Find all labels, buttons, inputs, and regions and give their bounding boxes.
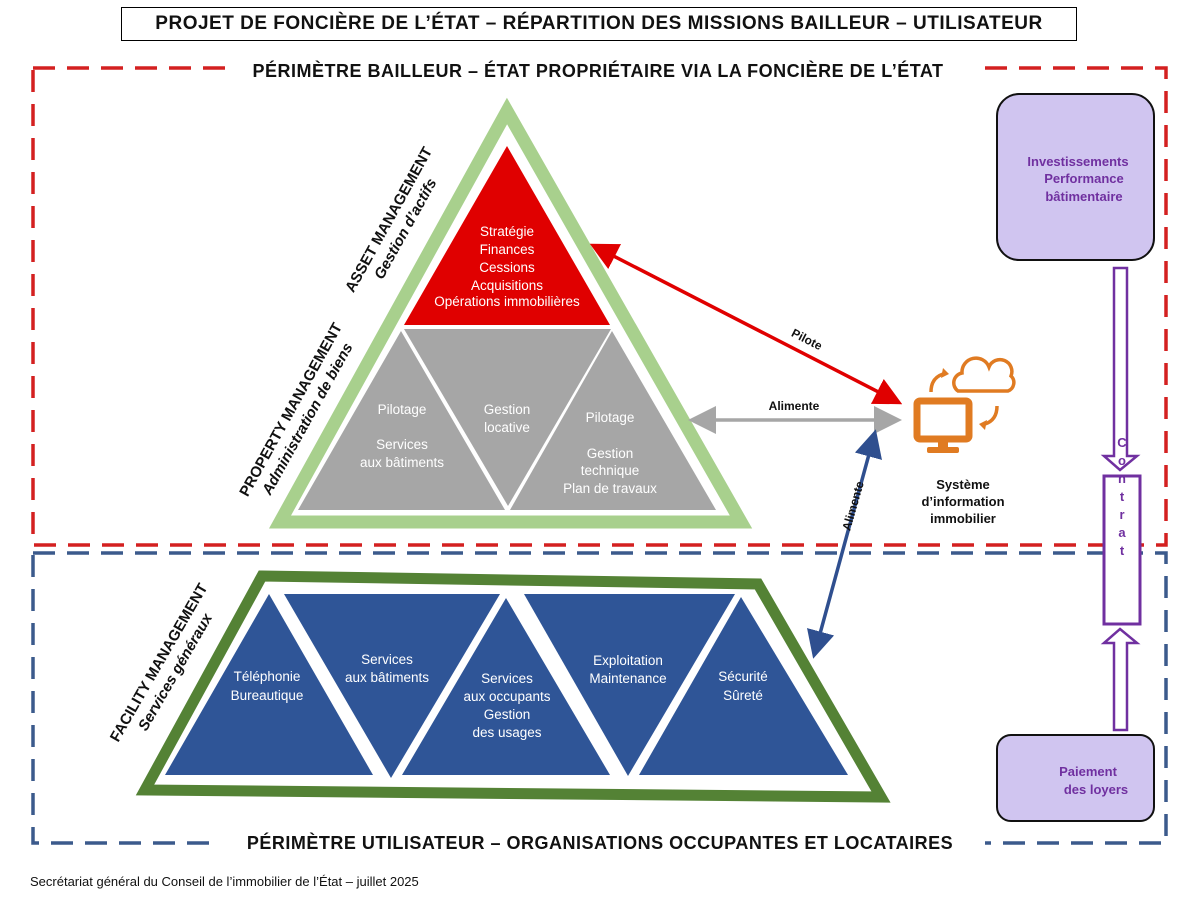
facility-2-line-2: aux bâtiments: [345, 670, 429, 685]
bailleur-perimeter-label: PÉRIMÈTRE BAILLEUR – ÉTAT PROPRIÉTAIRE V…: [252, 60, 943, 81]
si-line-1: Système: [936, 477, 989, 492]
facility-3-line-4: des usages: [472, 725, 541, 740]
facility-4-line-1: Exploitation: [593, 653, 663, 668]
alimente-label-1: Alimente: [769, 399, 820, 413]
si-line-3: immobilier: [930, 511, 996, 526]
property-left-line-4: aux bâtiments: [360, 455, 444, 470]
contrat-box: [1102, 474, 1142, 626]
pilote-arrow: [589, 243, 903, 405]
facility-5-line-2: Sûreté: [723, 688, 763, 703]
property-right-line-5: Plan de travaux: [563, 481, 657, 496]
facility-triangle-2: [284, 594, 500, 778]
down-arrow-icon: [1100, 266, 1141, 472]
facility-triangle-4: [524, 594, 735, 776]
facility-2-line-1: Services: [361, 652, 413, 667]
property-left-line-3: Services: [376, 437, 428, 452]
investissements-line-3: bâtimentaire: [1045, 189, 1122, 204]
si-line-2: d’information: [921, 494, 1004, 509]
strategy-line-5: Opérations immobilières: [434, 294, 580, 309]
alimente-label-2: Alimente: [839, 479, 867, 532]
computer-cloud-icon: [913, 356, 1016, 453]
property-center-line-2: locative: [484, 420, 530, 435]
property-right-line-1: Pilotage: [586, 410, 635, 425]
utilisateur-perimeter-label: PÉRIMÈTRE UTILISATEUR – ORGANISATIONS OC…: [247, 832, 953, 853]
footer-credit: Secrétariat général du Conseil de l’immo…: [30, 874, 419, 889]
strategy-line-4: Acquisitions: [471, 278, 543, 293]
paiement-line-2: des loyers: [1064, 782, 1128, 797]
bailleur-perimeter-frame: [31, 66, 1168, 547]
strategy-line-3: Cessions: [479, 260, 535, 275]
property-right-line-3: Gestion: [587, 446, 634, 461]
up-arrow-icon: [1100, 627, 1141, 732]
strategy-line-1: Stratégie: [480, 224, 534, 239]
paiement-line-1: Paiement: [1059, 764, 1117, 779]
facility-3-line-1: Services: [481, 671, 533, 686]
facility-3-line-2: aux occupants: [463, 689, 550, 704]
strategy-line-2: Finances: [480, 242, 535, 257]
paiement-box: [996, 734, 1155, 822]
investissements-line-1: Investissements: [1027, 154, 1128, 169]
facility-5-line-1: Sécurité: [718, 669, 768, 684]
facility-1-line-1: Téléphonie: [234, 669, 301, 684]
facility-triangle-1: [165, 594, 373, 775]
facility-triangle-3: [402, 598, 610, 775]
page-title: PROJET DE FONCIÈRE DE L’ÉTAT – RÉPARTITI…: [121, 7, 1077, 41]
contrat-label: Contrat: [1115, 435, 1130, 561]
investissements-line-2: Performance: [1044, 171, 1123, 186]
property-left-line-1: Pilotage: [378, 402, 427, 417]
facility-1-line-2: Bureautique: [231, 688, 304, 703]
facility-3-line-3: Gestion: [484, 707, 531, 722]
property-right-triangle: [510, 331, 716, 510]
property-center-triangle: [404, 329, 611, 506]
strategy-triangle: [404, 146, 610, 325]
facility-4-line-2: Maintenance: [589, 671, 666, 686]
property-right-line-4: technique: [581, 463, 640, 478]
investissements-box: [996, 93, 1155, 261]
alimente-arrow-blue: [807, 429, 882, 659]
property-left-triangle: [298, 331, 505, 510]
facility-triangle-5: [639, 597, 848, 775]
property-center-line-1: Gestion: [484, 402, 531, 417]
